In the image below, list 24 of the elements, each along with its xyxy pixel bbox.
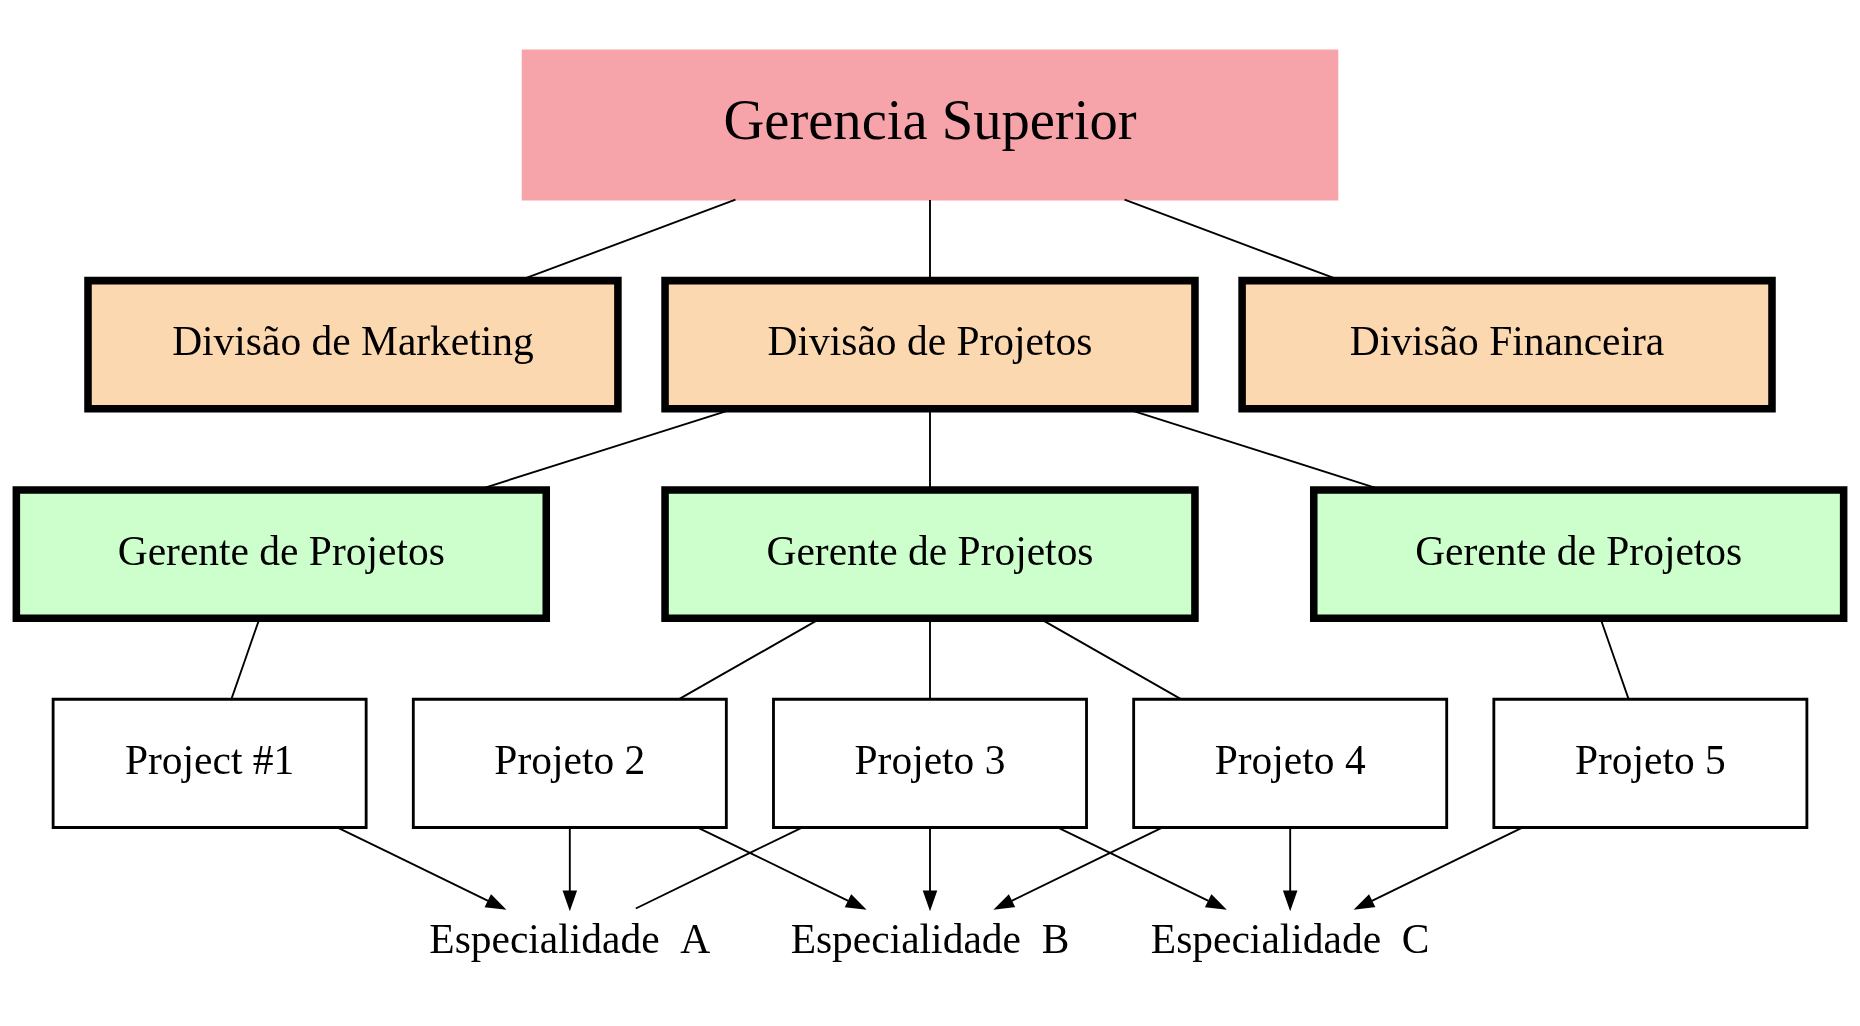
arrow xyxy=(1282,826,1298,911)
node-box: Projeto 5 xyxy=(1492,697,1809,829)
node-box: Gerente de Projetos xyxy=(12,485,550,622)
node-box: Projeto 2 xyxy=(411,697,728,829)
node-text: Especialidade B xyxy=(790,915,1070,962)
connector xyxy=(634,826,803,909)
node-text: Especialidade C xyxy=(1150,915,1430,962)
node-box: Gerente de Projetos xyxy=(661,485,1199,622)
node-box: Divisão de Marketing xyxy=(84,276,622,413)
arrow xyxy=(336,826,507,910)
node-text: Especialidade A xyxy=(429,915,711,962)
node-box: Projeto 3 xyxy=(772,697,1088,829)
node-box: Projeto 4 xyxy=(1132,697,1449,829)
node-box: Divisão Financeira xyxy=(1238,276,1776,413)
node-box: Gerencia Superior xyxy=(521,49,1339,200)
node-box: Project #1 xyxy=(51,697,368,829)
node-box: Divisão de Projetos xyxy=(661,276,1199,413)
arrow xyxy=(922,826,938,911)
arrow xyxy=(993,826,1164,910)
arrow xyxy=(562,826,578,911)
arrow xyxy=(1057,826,1227,910)
node-box: Gerente de Projetos xyxy=(1310,485,1848,622)
arrow xyxy=(1353,826,1524,910)
arrow xyxy=(696,826,867,910)
